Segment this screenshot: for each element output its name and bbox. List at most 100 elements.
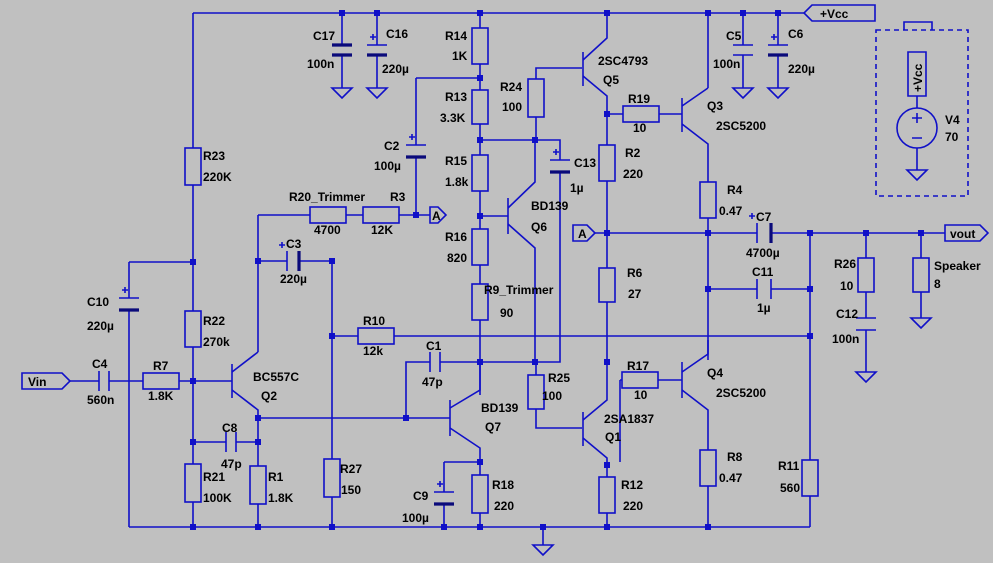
resistor-r26[interactable]: [857, 257, 875, 293]
ground-icon: [731, 87, 755, 100]
c4-value: 560n: [87, 393, 114, 407]
capacitor-bodies: [98, 34, 876, 506]
r10-value: 12k: [363, 344, 383, 358]
resistor-r11[interactable]: [801, 459, 819, 497]
c6-name: C6: [788, 27, 804, 41]
capacitor-c10[interactable]: [119, 297, 139, 312]
capacitor-c4[interactable]: [98, 371, 110, 391]
resistor-r13[interactable]: [471, 89, 489, 125]
resistor-r2[interactable]: [598, 144, 616, 182]
resistor-r25[interactable]: [527, 374, 545, 410]
c9-value: 100µ: [402, 511, 429, 525]
c17-value: 100n: [307, 57, 334, 71]
resistor-r19[interactable]: [622, 105, 660, 123]
r22-value: 270k: [203, 335, 230, 349]
net-vcc-src-label: +Vcc: [911, 63, 925, 92]
c11-value: 1µ: [757, 301, 771, 315]
r20-name: R20_Trimmer: [289, 190, 365, 204]
resistor-r7[interactable]: [142, 372, 180, 390]
r19-name: R19: [628, 92, 650, 106]
resistor-r27[interactable]: [323, 458, 341, 498]
resistor-r1[interactable]: [249, 465, 267, 505]
c2-name: C2: [384, 139, 400, 153]
q4-name: Q4: [707, 366, 723, 380]
q7-part: BD139: [481, 401, 519, 415]
net-a-label-right: A: [432, 209, 441, 223]
net-vcc-tag: [802, 4, 876, 22]
capacitor-c7[interactable]: [756, 223, 773, 243]
q2-part: BC557C: [253, 370, 299, 384]
c16-name: C16: [386, 27, 408, 41]
capacitor-c8[interactable]: [225, 432, 237, 452]
capacitor-c5[interactable]: [733, 44, 753, 56]
resistor-r4[interactable]: [699, 181, 717, 219]
q2-name: Q2: [261, 389, 277, 403]
ground-icon: [766, 87, 790, 100]
r12-name: R12: [621, 478, 643, 492]
resistor-r16[interactable]: [471, 228, 489, 266]
resistor-r12[interactable]: [598, 476, 616, 514]
resistor-r18[interactable]: [471, 474, 489, 514]
r4-value: 0.47: [719, 204, 743, 218]
c2-value: 100µ: [374, 159, 401, 173]
capacitor-c17[interactable]: [332, 43, 352, 57]
q6-part: BD139: [531, 199, 569, 213]
net-vin-tag: [21, 372, 72, 390]
c11-name: C11: [752, 265, 774, 279]
resistor-r21[interactable]: [184, 463, 202, 503]
c13-value: 1µ: [570, 181, 584, 195]
r14-name: R14: [445, 29, 467, 43]
capacitor-c6[interactable]: [768, 44, 788, 57]
capacitor-c3[interactable]: [286, 251, 301, 271]
c10-name: C10: [87, 295, 109, 309]
r18-value: 220: [494, 499, 514, 513]
ground-icon: [365, 87, 389, 100]
resistor-r10[interactable]: [357, 327, 395, 345]
resistor-r6[interactable]: [598, 267, 616, 303]
r24-value: 100: [502, 100, 522, 114]
r12-value: 220: [623, 499, 643, 513]
r17-value: 10: [634, 388, 648, 402]
r23-name: R23: [203, 149, 225, 163]
c5-name: C5: [726, 29, 742, 43]
resistor-r24[interactable]: [527, 78, 545, 118]
c16-value: 220µ: [382, 62, 409, 76]
resistor-r15[interactable]: [471, 154, 489, 192]
resistor-r23[interactable]: [184, 147, 202, 186]
c10-value: 220µ: [87, 319, 114, 333]
resistor-r8[interactable]: [699, 449, 717, 487]
q7-name: Q7: [485, 420, 501, 434]
speaker-load[interactable]: [912, 257, 930, 293]
resistor-r20-trimmer[interactable]: [309, 206, 347, 224]
capacitor-c16[interactable]: [367, 44, 387, 57]
resistor-r9-trimmer[interactable]: [471, 283, 489, 321]
resistor-r14[interactable]: [471, 27, 489, 65]
capacitor-c12[interactable]: [856, 317, 876, 331]
c5-value: 100n: [713, 57, 740, 71]
ground-icon: [531, 544, 555, 557]
labels: +Vcc Vin vout A A +Vcc C17 100n C16 220µ…: [28, 7, 981, 525]
speaker-value: 8: [934, 277, 941, 291]
c6-value: 220µ: [788, 62, 815, 76]
voltage-source-icon: [896, 107, 938, 149]
r11-name: R11: [778, 459, 800, 473]
capacitor-c1[interactable]: [429, 352, 441, 372]
wires: [70, 12, 945, 545]
capacitor-c9[interactable]: [434, 491, 454, 506]
r22-name: R22: [203, 314, 225, 328]
ground-icon: [905, 169, 929, 182]
r27-value: 150: [341, 483, 361, 497]
resistor-r3[interactable]: [362, 206, 400, 224]
capacitor-c13[interactable]: [550, 159, 570, 174]
capacitor-c2[interactable]: [406, 144, 426, 159]
r6-name: R6: [627, 266, 643, 280]
r9-value: 90: [500, 306, 514, 320]
r14-value: 1K: [452, 49, 468, 63]
resistor-r22[interactable]: [184, 310, 202, 348]
c3-name: C3: [286, 237, 302, 251]
resistor-r17[interactable]: [621, 371, 659, 389]
r2-value: 220: [623, 167, 643, 181]
r13-name: R13: [445, 90, 467, 104]
capacitor-c11[interactable]: [756, 279, 772, 299]
